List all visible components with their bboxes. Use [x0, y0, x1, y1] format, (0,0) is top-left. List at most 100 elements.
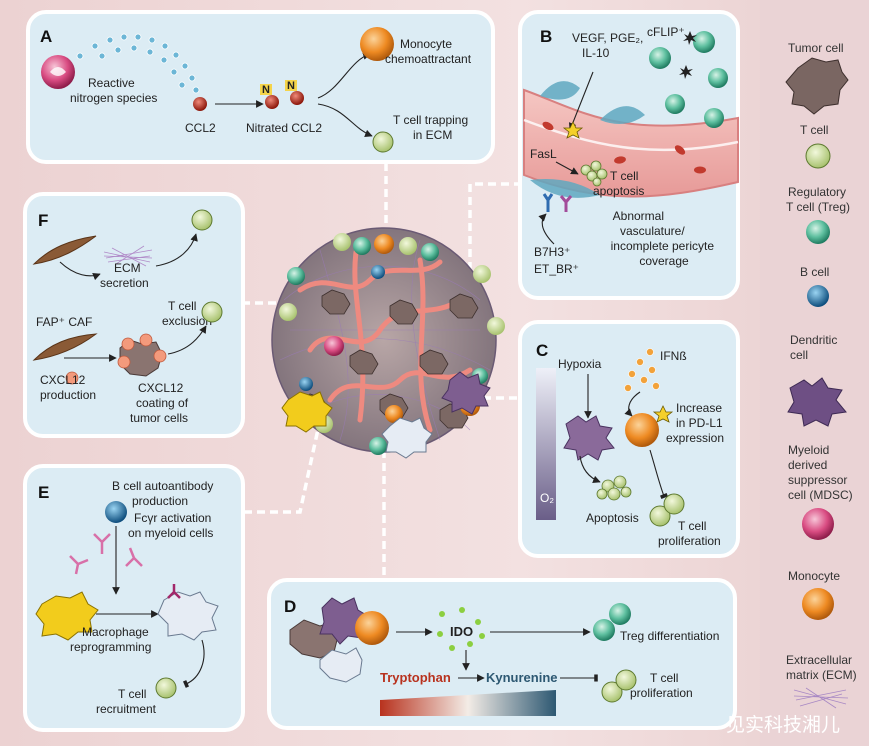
ido-label: IDO — [450, 624, 473, 639]
panel-f-box — [23, 192, 245, 438]
fcgr-label: Fcγr activation on myeloid cells — [128, 511, 215, 540]
t-cell-a — [372, 131, 394, 153]
o2-label: O₂ — [540, 491, 554, 505]
panel-f-letter: F — [38, 211, 48, 230]
panel-f: F ECM secretion FAP⁺ CAF CXCL12 producti… — [23, 192, 245, 438]
receptor-arrow — [538, 213, 555, 245]
proliferating-t-cells-c — [649, 493, 685, 527]
b-cell-e — [105, 501, 127, 523]
caf-cell-2 — [32, 333, 98, 361]
t-cell-f2 — [201, 301, 223, 323]
fasl-label: FasL — [530, 147, 557, 161]
arrow-to-trapping — [317, 103, 373, 137]
legend-label-bcell: B cell — [800, 265, 829, 279]
hypoxia-label: Hypoxia — [558, 357, 602, 371]
t-cell-e — [155, 677, 177, 699]
yellow-macrophage-tumor — [281, 391, 333, 433]
arrow-to-monocyte — [317, 52, 371, 99]
cell-cluster-d — [289, 597, 389, 683]
dendritic-cell-c — [563, 415, 615, 461]
n-mark-2: N — [287, 80, 295, 92]
ecm-arrow — [59, 261, 101, 281]
ecm-arrow-2 — [155, 233, 198, 267]
reactive-nitrogen-dots — [76, 33, 200, 94]
tumor-cell-icon — [785, 57, 849, 115]
monocyte-cell-c — [625, 413, 659, 447]
macrophage-label: Macrophage reprogramming — [70, 625, 152, 654]
treg-cell-icon — [806, 220, 830, 244]
panel-b: B VEGF, PGE₂, IL-10 cFLIP⁺ FasL T cell a… — [518, 10, 740, 300]
pdl1-star — [652, 405, 674, 423]
cxcl12-coating-label: CXCL12 coating of tumor cells — [130, 381, 191, 425]
central-tumor — [271, 227, 505, 459]
legend-label-dendritic: Dendritic cell — [790, 333, 841, 362]
exclusion-arrow — [167, 325, 207, 355]
cxcl12-dot — [65, 371, 79, 385]
antibodies-e — [69, 533, 143, 575]
legend-label-tcell: T cell — [800, 123, 828, 137]
treg-cells-b — [649, 31, 728, 128]
legend-label-mdsc: Myeloid derived suppressor cell (MDSC) — [788, 443, 853, 502]
cflip-label: cFLIP⁺ — [647, 25, 685, 39]
increase-pdl1-label: Increase in PD-L1 expression — [666, 401, 726, 445]
t-cell-exclusion-label: T cell exclusion — [162, 299, 212, 328]
b-cell-icon — [807, 285, 829, 307]
dendritic-in-tumor — [441, 371, 491, 415]
apoptosis-label: Apoptosis — [586, 511, 639, 525]
fap-caf-label: FAP⁺ CAF — [36, 315, 92, 329]
panel-d: D IDO Treg differentiation Tryptophan Ky… — [267, 578, 737, 730]
n-mark-1: N — [262, 84, 270, 96]
legend-label-monocyte: Monocyte — [788, 569, 840, 583]
t-cell-prolif-c-label: T cell proliferation — [658, 519, 721, 548]
legend-background — [760, 0, 869, 746]
macrophage-in-tumor — [381, 417, 433, 459]
mdsc-cell-icon — [802, 508, 834, 540]
legend-label-ecm: Extracellular matrix (ECM) — [786, 653, 857, 682]
ifnb-arrow — [624, 391, 641, 417]
cflip-stars — [679, 31, 697, 79]
panel-c-letter: C — [536, 341, 548, 360]
treg-cells-d — [593, 603, 631, 641]
nitrated-ccl2: N N — [260, 80, 304, 109]
monocyte-chemo-label: Monocyte chemoattractant — [385, 37, 472, 66]
macrophage-cell — [35, 591, 99, 641]
t-cell-f1 — [191, 209, 213, 231]
connector-lines — [242, 150, 520, 580]
panel-d-letter: D — [284, 597, 296, 616]
cxcl12-production-label: CXCL12 production — [40, 373, 96, 402]
treg-diff-label: Treg differentiation — [620, 629, 719, 643]
t-cell-prolif-d-label: T cell proliferation — [630, 671, 693, 700]
apoptotic-t-cell-b — [580, 160, 608, 187]
tryptophan-label: Tryptophan — [380, 670, 451, 685]
ecm-icon — [793, 687, 849, 709]
proliferating-t-cells-d — [601, 669, 637, 703]
panel-b-letter: B — [540, 27, 552, 46]
vegf-label: VEGF, PGE₂, IL-10 — [572, 31, 647, 60]
legend-label-tumor: Tumor cell — [788, 41, 844, 55]
watermark: 见实科技湘儿 — [726, 714, 840, 736]
ifnb-label: IFNß — [660, 349, 687, 363]
abnormal-vasc-label: Abnormal vasculature/ incomplete pericyt… — [611, 209, 718, 268]
t-cell-icon — [805, 143, 831, 169]
receptors-b — [542, 193, 573, 212]
legend-label-treg: Regulatory T cell (Treg) — [786, 185, 850, 214]
reprogrammed-macrophage — [157, 584, 219, 641]
panel-a-letter: A — [40, 27, 52, 46]
reactive-nitrogen-label: Reactive nitrogen species — [70, 76, 157, 105]
ecm-fibers-f — [103, 245, 153, 267]
fasl-arrow — [555, 161, 579, 175]
apoptosis-arrow — [579, 455, 601, 483]
tumor-cell-coated — [117, 333, 167, 377]
t-cell-trapping-label: T cell trapping in ECM — [393, 113, 472, 142]
o2-gradient — [536, 368, 556, 520]
ecm-secretion-label: ECM secretion — [100, 261, 149, 290]
t-cell-apoptosis-label: T cell apoptosis — [593, 169, 644, 198]
apoptotic-cell-c — [596, 475, 632, 501]
b-cell-auto-label: B cell autoantibody production — [112, 479, 217, 508]
panel-c: C O₂ Hypoxia Apoptosis IFNß Increase in … — [518, 320, 740, 558]
kynurenine-label: Kynurenine — [486, 670, 558, 685]
dendritic-cell-icon — [787, 377, 847, 427]
nitrated-ccl2-label: Nitrated CCL2 — [246, 121, 322, 135]
ccl2-molecule — [193, 97, 207, 111]
